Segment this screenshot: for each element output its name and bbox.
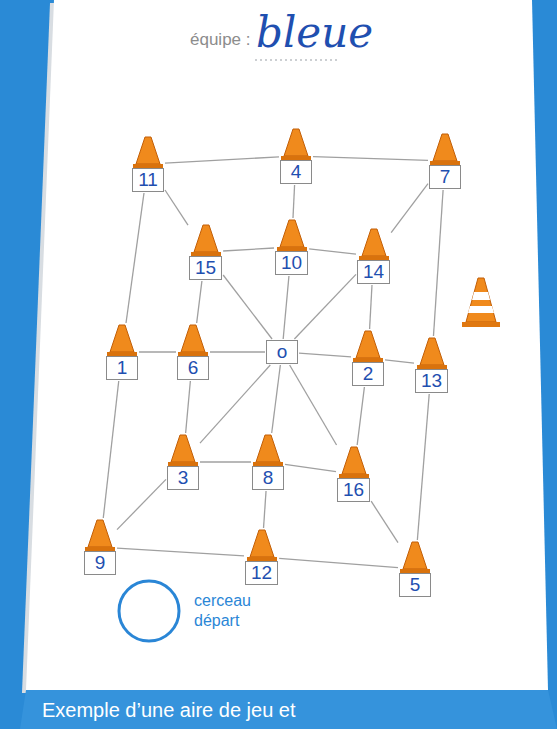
cone-icon bbox=[191, 224, 221, 256]
field-line bbox=[285, 464, 336, 471]
cone-marker: 4 bbox=[280, 128, 312, 184]
cone-marker: 5 bbox=[399, 541, 431, 597]
cone-number: 8 bbox=[252, 466, 284, 490]
cone-marker: 3 bbox=[167, 434, 199, 490]
field-line bbox=[264, 491, 267, 528]
cone-icon bbox=[85, 519, 115, 551]
cone-icon bbox=[178, 324, 208, 356]
field-line bbox=[223, 275, 272, 339]
hoop-label: cerceau départ bbox=[194, 591, 256, 631]
cone-marker: 16 bbox=[337, 446, 370, 502]
cone-marker: 11 bbox=[132, 136, 164, 192]
cone-number: 7 bbox=[429, 165, 461, 189]
field-line bbox=[117, 479, 166, 529]
field-line bbox=[103, 381, 118, 518]
cone-number: 13 bbox=[415, 369, 448, 393]
field-line bbox=[210, 351, 265, 352]
start-hoop: cerceau départ bbox=[116, 578, 256, 644]
cone-number: 10 bbox=[275, 251, 308, 275]
cone-marker: 13 bbox=[415, 337, 448, 393]
paper-sheet bbox=[26, 0, 548, 690]
cone-marker: 8 bbox=[252, 434, 284, 490]
cone-icon bbox=[253, 434, 283, 466]
cone-number: 11 bbox=[132, 168, 164, 192]
cone-marker: 12 bbox=[245, 529, 278, 585]
field-line bbox=[200, 461, 251, 462]
caption: Exemple d’une aire de jeu et bbox=[42, 699, 296, 722]
cone-number: 3 bbox=[167, 466, 199, 490]
cone-icon bbox=[400, 541, 430, 573]
cone-icon bbox=[277, 219, 307, 251]
cone-number: 1 bbox=[106, 356, 138, 380]
cone-number: 14 bbox=[357, 260, 390, 284]
field-line bbox=[293, 185, 295, 218]
cone-marker: 10 bbox=[275, 219, 308, 275]
field-line bbox=[290, 365, 337, 445]
cone-marker: 7 bbox=[429, 133, 461, 189]
hoop-circle bbox=[116, 578, 182, 644]
field-line bbox=[197, 281, 202, 323]
field-line bbox=[294, 274, 356, 339]
cone-number: 15 bbox=[189, 256, 222, 280]
cone-marker: 1 bbox=[106, 324, 138, 380]
field-line bbox=[139, 351, 176, 352]
field-line bbox=[357, 387, 364, 445]
field-line bbox=[272, 365, 281, 433]
cone-icon bbox=[359, 228, 389, 260]
field-line bbox=[165, 190, 188, 225]
cone-icon bbox=[339, 446, 369, 478]
field-line bbox=[186, 381, 191, 433]
dotted-line bbox=[255, 59, 338, 60]
cone-marker: 2 bbox=[352, 330, 384, 386]
field-line bbox=[385, 360, 414, 363]
field-line bbox=[279, 558, 398, 567]
cone-number: 9 bbox=[84, 551, 116, 575]
cone-marker: 6 bbox=[177, 324, 209, 380]
cone-icon bbox=[430, 133, 460, 165]
cone-icon bbox=[247, 529, 277, 561]
cone-icon bbox=[107, 324, 137, 356]
cone-icon bbox=[168, 434, 198, 466]
field-line bbox=[391, 184, 428, 233]
cone-number: 12 bbox=[245, 561, 278, 585]
cone-icon bbox=[417, 337, 447, 369]
loose-cone bbox=[462, 278, 500, 327]
field-line bbox=[299, 353, 351, 357]
equipe-label: équipe : bbox=[190, 30, 251, 50]
cone-number: 16 bbox=[337, 478, 370, 502]
field-line bbox=[313, 157, 428, 161]
field-line bbox=[370, 285, 372, 329]
field-line bbox=[200, 365, 270, 443]
field-line bbox=[417, 394, 429, 540]
cone-number: o bbox=[266, 340, 298, 364]
team-name: bleue bbox=[256, 8, 373, 57]
cone-marker: 9 bbox=[84, 519, 116, 575]
field-line bbox=[309, 249, 356, 254]
cone-number: 4 bbox=[280, 160, 312, 184]
field-line bbox=[433, 190, 443, 336]
cone-number: 2 bbox=[352, 362, 384, 386]
cone-icon bbox=[281, 128, 311, 160]
cone-icon bbox=[133, 136, 163, 168]
field-line bbox=[165, 157, 279, 163]
field-line bbox=[126, 193, 144, 323]
caption-band bbox=[20, 690, 557, 729]
field-line bbox=[283, 276, 289, 339]
cone-marker: 14 bbox=[357, 228, 390, 284]
center-box: o bbox=[266, 340, 298, 364]
cone-icon bbox=[353, 330, 383, 362]
field-line bbox=[371, 501, 398, 543]
field-line bbox=[117, 548, 244, 556]
field-line bbox=[223, 248, 274, 251]
cone-marker: 15 bbox=[189, 224, 222, 280]
cone-number: 5 bbox=[399, 573, 431, 597]
cone-number: 6 bbox=[177, 356, 209, 380]
